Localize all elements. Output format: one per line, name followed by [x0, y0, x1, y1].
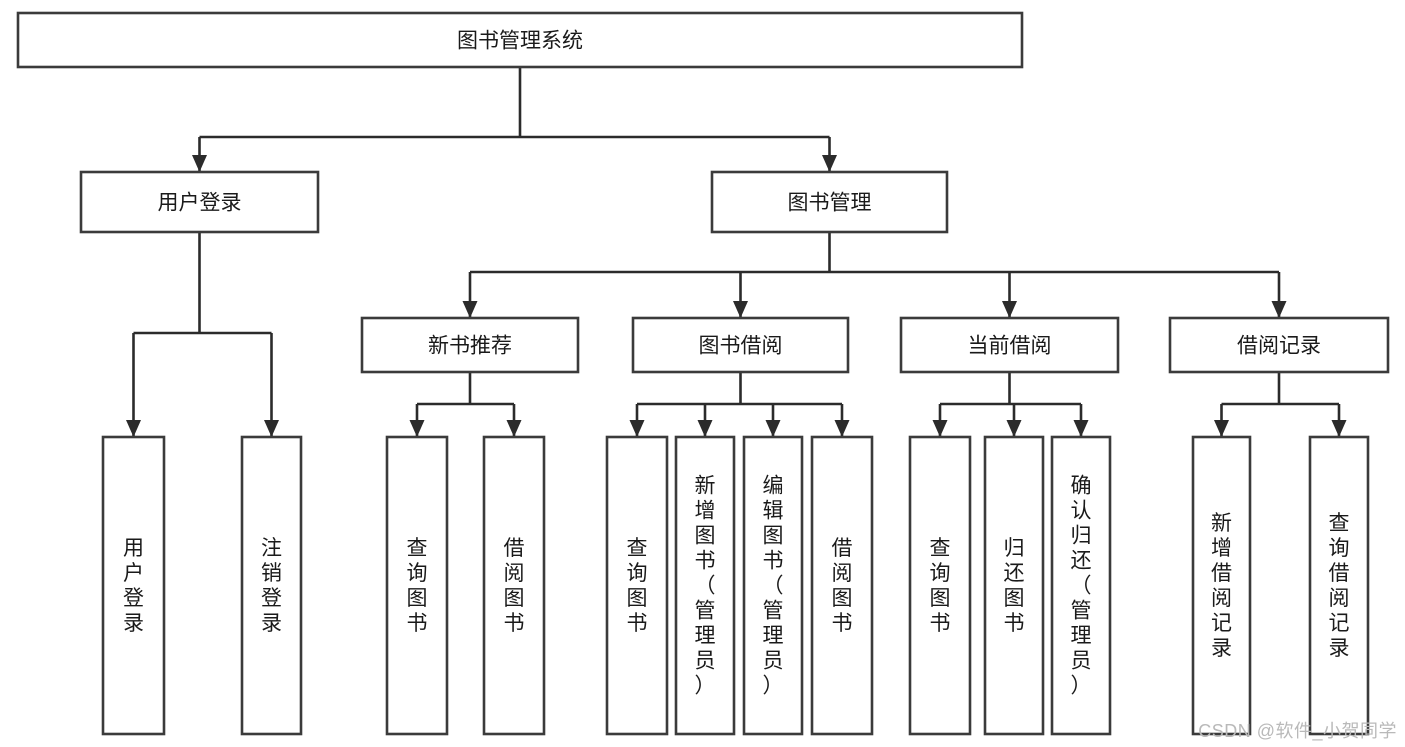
arrow-head-icon — [1271, 301, 1287, 318]
node-book-manage-box[interactable] — [710, 170, 949, 234]
arrow-head-icon — [834, 420, 850, 437]
node-leaf-edit-book-label: 编辑图书（管理员） — [763, 475, 784, 698]
node-current-borrow-box[interactable] — [899, 316, 1120, 374]
node-leaf-confirm-return-box[interactable] — [1050, 435, 1112, 736]
arrow-head-icon — [1214, 420, 1229, 437]
node-current-borrow-label: 当前借阅 — [968, 335, 1052, 358]
node-leaf-logout[interactable]: 注销登录 — [240, 435, 303, 736]
node-leaf-query-record-box[interactable] — [1308, 435, 1370, 736]
node-leaf-query-record[interactable]: 查询借阅记录 — [1308, 435, 1370, 736]
node-leaf-return-book-label: 归还图书 — [1004, 537, 1025, 635]
node-leaf-add-book-label: 新增图书（管理员） — [695, 475, 716, 698]
node-leaf-query-book-borrow[interactable]: 查询图书 — [605, 435, 669, 736]
node-book-manage[interactable]: 图书管理 — [710, 170, 949, 234]
arrow-head-icon — [192, 155, 207, 172]
node-leaf-query-book-cur-label: 查询图书 — [930, 537, 951, 635]
arrow-head-icon — [1073, 420, 1089, 437]
arrow-head-icon — [1331, 420, 1347, 437]
node-leaf-add-book[interactable]: 新增图书（管理员） — [674, 435, 736, 736]
node-leaf-return-book-box[interactable] — [983, 435, 1045, 736]
arrow-head-icon — [765, 420, 781, 437]
node-book-borrow[interactable]: 图书借阅 — [631, 316, 850, 374]
node-leaf-query-book-borrow-label: 查询图书 — [627, 537, 648, 635]
node-leaf-confirm-return-label: 确认归还（管理员） — [1071, 475, 1092, 698]
node-leaf-query-record-label: 查询借阅记录 — [1329, 512, 1350, 660]
node-leaf-borrow-book-rec-box[interactable] — [482, 435, 546, 736]
csdn-watermark: CSDN @软件_小贺同学 — [1198, 721, 1397, 741]
node-user-login-label: 用户登录 — [158, 192, 242, 215]
node-leaf-add-record-label: 新增借阅记录 — [1211, 512, 1232, 660]
node-leaf-return-book[interactable]: 归还图书 — [983, 435, 1045, 736]
node-leaf-borrow-book-box[interactable] — [810, 435, 874, 736]
node-book-manage-label: 图书管理 — [788, 192, 872, 215]
node-leaf-query-book-cur[interactable]: 查询图书 — [908, 435, 972, 736]
node-leaf-borrow-book-label: 借阅图书 — [832, 537, 853, 635]
node-user-login-box[interactable] — [79, 170, 320, 234]
arrow-head-icon — [264, 420, 279, 437]
node-leaf-query-book-rec[interactable]: 查询图书 — [385, 435, 449, 736]
node-book-borrow-label: 图书借阅 — [699, 335, 783, 358]
arrow-head-icon — [1006, 420, 1022, 437]
arrow-head-icon — [697, 420, 713, 437]
node-borrow-record[interactable]: 借阅记录 — [1168, 316, 1390, 374]
node-boxes-group: 图书管理系统用户登录图书管理新书推荐图书借阅当前借阅借阅记录用户登录注销登录查询… — [16, 11, 1390, 736]
node-leaf-user-login[interactable]: 用户登录 — [101, 435, 166, 736]
node-leaf-user-login-box[interactable] — [101, 435, 166, 736]
node-leaf-logout-label: 注销登录 — [261, 537, 282, 635]
node-borrow-record-label: 借阅记录 — [1237, 335, 1321, 358]
node-leaf-borrow-book[interactable]: 借阅图书 — [810, 435, 874, 736]
node-leaf-add-record-box[interactable] — [1191, 435, 1252, 736]
node-new-book-recommend[interactable]: 新书推荐 — [360, 316, 580, 374]
arrow-head-icon — [733, 301, 748, 318]
node-root-root-label: 图书管理系统 — [457, 30, 583, 53]
node-root-root-box[interactable] — [16, 11, 1024, 69]
node-leaf-add-record[interactable]: 新增借阅记录 — [1191, 435, 1252, 736]
arrow-head-icon — [1002, 301, 1017, 318]
node-leaf-confirm-return[interactable]: 确认归还（管理员） — [1050, 435, 1112, 736]
node-leaf-user-login-label: 用户登录 — [123, 537, 144, 635]
node-leaf-query-book-cur-box[interactable] — [908, 435, 972, 736]
node-leaf-query-book-rec-label: 查询图书 — [407, 537, 428, 635]
node-leaf-edit-book[interactable]: 编辑图书（管理员） — [742, 435, 804, 736]
node-leaf-edit-book-box[interactable] — [742, 435, 804, 736]
node-current-borrow[interactable]: 当前借阅 — [899, 316, 1120, 374]
arrow-head-icon — [822, 155, 837, 172]
connector-lines-group — [126, 67, 1347, 437]
node-leaf-borrow-book-rec[interactable]: 借阅图书 — [482, 435, 546, 736]
node-user-login[interactable]: 用户登录 — [79, 170, 320, 234]
node-leaf-query-book-rec-box[interactable] — [385, 435, 449, 736]
node-leaf-query-book-borrow-box[interactable] — [605, 435, 669, 736]
node-new-book-recommend-label: 新书推荐 — [428, 335, 512, 358]
arrow-head-icon — [506, 420, 522, 437]
node-root-root[interactable]: 图书管理系统 — [16, 11, 1024, 69]
arrow-head-icon — [629, 420, 645, 437]
arrow-head-icon — [126, 420, 141, 437]
node-new-book-recommend-box[interactable] — [360, 316, 580, 374]
node-book-borrow-box[interactable] — [631, 316, 850, 374]
arrow-head-icon — [409, 420, 425, 437]
arrow-head-icon — [462, 301, 478, 318]
node-leaf-logout-box[interactable] — [240, 435, 303, 736]
arrow-head-icon — [932, 420, 948, 437]
node-borrow-record-box[interactable] — [1168, 316, 1390, 374]
node-leaf-borrow-book-rec-label: 借阅图书 — [504, 537, 525, 635]
node-leaf-add-book-box[interactable] — [674, 435, 736, 736]
